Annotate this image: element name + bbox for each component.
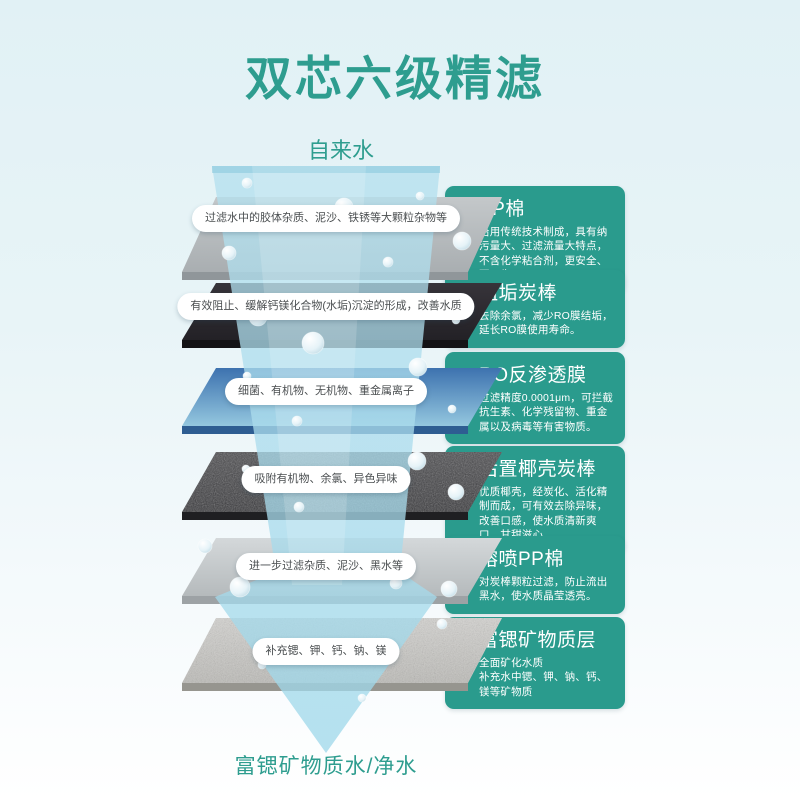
stage-pill: 有效阻止、缓解钙镁化合物(水垢)沉淀的形成，改善水质 [177, 293, 475, 320]
stage-card-meltblown-pp: 熔喷PP棉 对炭棒颗粒过滤，防止流出黑水，使水质晶莹透亮。 [445, 536, 625, 614]
stage-title: 熔喷PP棉 [479, 549, 564, 570]
stage-description: 优质椰壳，经炭化、活化精制而成，可有效去除异味，改善口感，使水质清新爽口、甘甜滋… [479, 486, 608, 541]
result-water-label: 富锶矿物质水/净水 [234, 755, 418, 778]
source-water-label: 自来水 [307, 138, 375, 163]
stage-card-mineral-layer: 富锶矿物质层 全面矿化水质 补充水中锶、钾、钠、钙、镁等矿物质 [445, 617, 625, 710]
stage-title: 富锶矿物质层 [479, 630, 597, 651]
stage-pill: 进一步过滤杂质、泥沙、黑水等 [236, 553, 416, 580]
bubbles-decoration [197, 177, 472, 703]
stage-card-ro-membrane: RO反渗透膜 过滤精度0.0001μm，可拦截抗生素、化学残留物、重金属以及病毒… [445, 352, 625, 445]
stage-title: PP棉 [479, 199, 525, 220]
stage-pill: 过滤水中的胶体杂质、泥沙、铁锈等大颗粒杂物等 [192, 205, 460, 232]
stage-description: 全面矿化水质 补充水中锶、钾、钠、钙、镁等矿物质 [479, 657, 608, 698]
page-title: 双芯六级精滤 [245, 52, 545, 105]
stage-description: 对炭棒颗粒过滤，防止流出黑水，使水质晶莹透亮。 [479, 576, 608, 603]
stage-title: 后置椰壳炭棒 [479, 459, 597, 480]
stage-description: 去除余氯，减少RO膜结垢，延长RO膜使用寿命。 [479, 310, 613, 337]
stage-title: 阻垢炭棒 [479, 283, 558, 304]
stage-title: RO反渗透膜 [479, 365, 587, 386]
stage-pill: 细菌、有机物、无机物、重金属离子 [225, 378, 427, 405]
stage-description: 过滤精度0.0001μm，可拦截抗生素、化学残留物、重金属以及病毒等有害物质。 [479, 392, 614, 433]
stage-pill: 吸附有机物、余氯、异色异味 [241, 466, 411, 493]
stage-pill: 补充锶、钾、钙、钠、镁 [252, 638, 400, 665]
